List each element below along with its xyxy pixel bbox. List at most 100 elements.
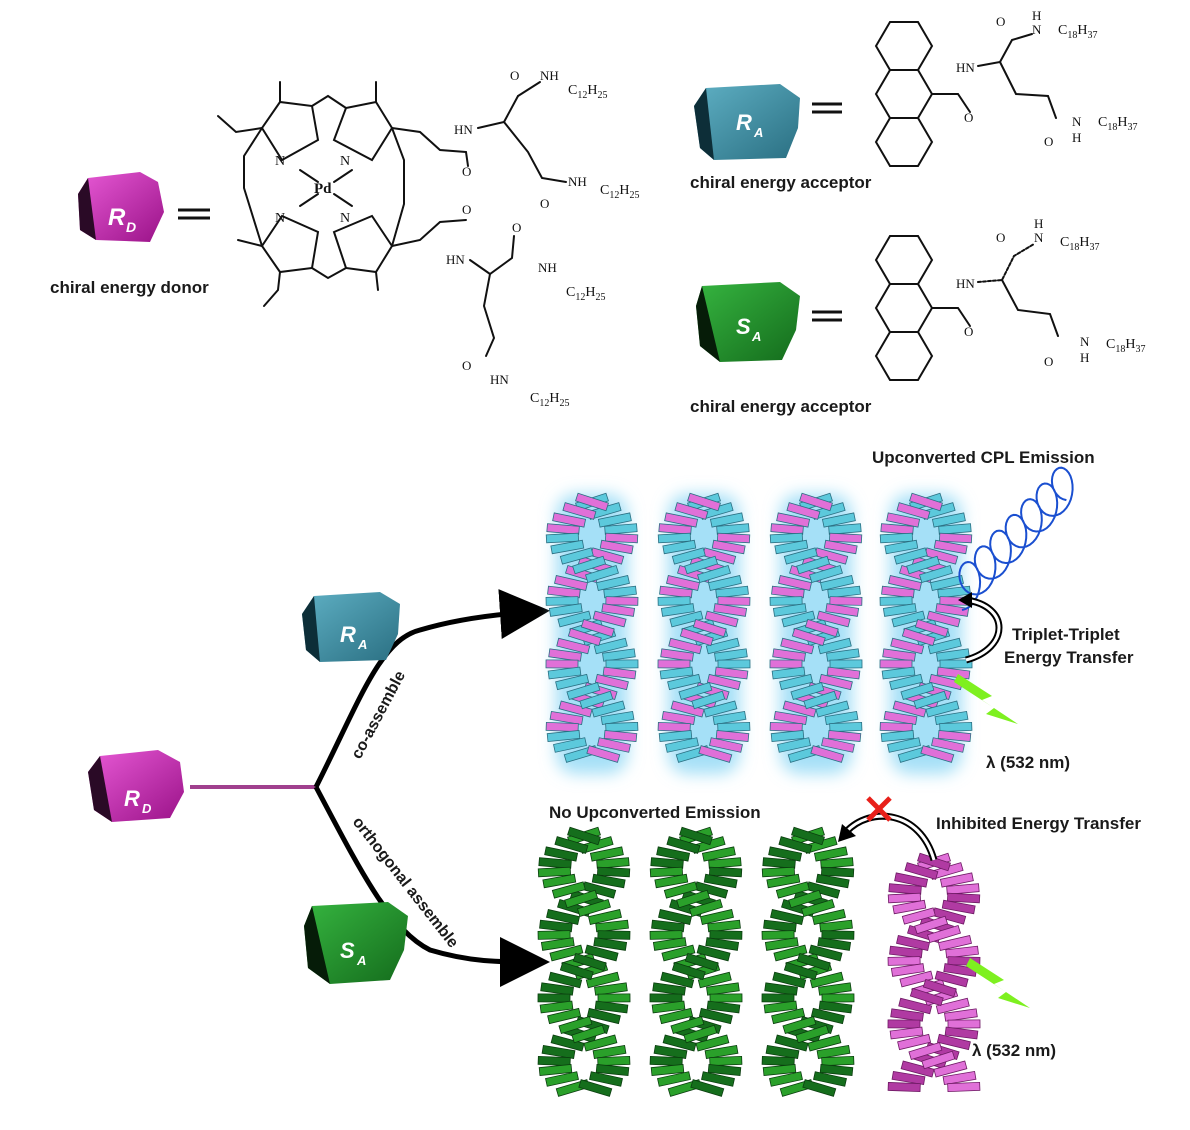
green-helix-1: [537, 826, 631, 1097]
helix-segment: [919, 564, 953, 584]
helix-segment: [904, 862, 939, 880]
helix-segment: [603, 730, 638, 742]
atom-o-4: O: [462, 202, 471, 217]
helix-segment: [914, 618, 949, 638]
helix-segment: [659, 1007, 694, 1025]
helix-segment: [666, 836, 701, 854]
helix-segment: [547, 1007, 582, 1025]
ra-caption: chiral energy acceptor: [690, 173, 872, 192]
helix-segment: [657, 596, 691, 606]
helix-segment: [818, 982, 852, 996]
ra-h-1: H: [1032, 8, 1041, 23]
helix-segment: [537, 993, 571, 1003]
helix-segment: [669, 610, 704, 628]
orthogonal-arrow: [313, 785, 550, 987]
helix-segment: [900, 1060, 935, 1078]
helix-segment: [775, 881, 810, 899]
helix-segment: [898, 997, 933, 1015]
helix-segment: [697, 971, 732, 989]
helix-segment: [771, 666, 806, 680]
helix-segment: [592, 1044, 627, 1060]
helix-segment: [700, 909, 734, 925]
equals-sign-donor: [178, 208, 210, 220]
helix-segment: [542, 873, 577, 889]
helix-segment: [920, 745, 955, 763]
helix-segment: [599, 539, 634, 555]
co-assemble-label: co-assemble: [349, 668, 410, 762]
helix-segment: [666, 575, 700, 591]
helix-segment: [605, 721, 639, 733]
helix-segment: [826, 648, 860, 662]
helix-segment: [809, 564, 843, 584]
helix-segment: [545, 1071, 579, 1087]
ttet-label-1: Triplet-Triplet: [1012, 625, 1120, 644]
helix-segment: [588, 909, 622, 925]
helix-segment: [889, 945, 923, 959]
helix-segment: [781, 610, 816, 628]
helix-segment: [579, 690, 614, 710]
sa-nh-1: N: [1034, 230, 1044, 245]
helix-segment: [882, 648, 916, 662]
helix-segment: [658, 523, 692, 535]
helix-segment: [658, 909, 692, 925]
helix-segment: [650, 1064, 685, 1076]
helix-segment: [890, 637, 925, 655]
helix-segment: [656, 846, 691, 862]
helix-segment: [585, 564, 619, 584]
helix-segment: [808, 944, 843, 962]
helix-segment: [803, 690, 838, 710]
helix-segment: [597, 993, 631, 1003]
cross-icon: [866, 796, 892, 822]
helix-segment: [690, 1079, 725, 1097]
helix-segment: [821, 1055, 855, 1067]
helix-segment: [550, 539, 585, 555]
helix-segment: [925, 700, 960, 718]
helix-segment: [821, 930, 855, 940]
atom-o-1: O: [462, 164, 471, 179]
helix-segment: [691, 690, 726, 710]
helix-segment: [597, 737, 631, 753]
rd-label-top: R: [108, 204, 126, 231]
green-helix-3: [761, 826, 855, 1097]
helix-segment: [764, 937, 799, 951]
helix-segment: [549, 710, 584, 726]
helix-segment: [651, 919, 685, 933]
helix-segment: [703, 873, 738, 889]
helix-segment: [567, 826, 601, 846]
helix-segment: [559, 961, 594, 981]
helix-segment: [572, 952, 607, 972]
rd-sub-bottom: D: [142, 801, 152, 816]
helix-segment: [670, 1015, 705, 1035]
formula-c12-2: C12H25: [600, 183, 639, 201]
helix-segment: [659, 666, 694, 680]
helix-segment: [947, 1081, 981, 1093]
sa-o-2: O: [996, 230, 1005, 245]
equals-sign-sa: [812, 310, 842, 322]
helix-segment: [771, 585, 805, 599]
helix-segment: [583, 1034, 618, 1052]
laser-bolt-bottom: [966, 958, 1030, 1008]
helix-segment: [539, 919, 573, 933]
helix-segment: [813, 1071, 847, 1087]
helix-segment: [708, 857, 742, 869]
atom-n-2: N: [340, 154, 350, 169]
sa-shape-top: S A: [696, 282, 800, 362]
helix-segment: [657, 532, 692, 544]
ra-formula-2: C18H37: [1098, 115, 1137, 133]
helix-segment: [941, 899, 976, 915]
helix-segment: [887, 737, 921, 753]
helix-segment: [894, 872, 929, 888]
helix-segment: [604, 523, 638, 535]
helix-segment: [668, 637, 703, 655]
helix-segment: [663, 881, 698, 899]
helix-segment: [810, 745, 845, 763]
sa-label-top: S: [736, 314, 751, 339]
helix-segment: [819, 919, 853, 933]
co-assemble-arrow: [313, 589, 550, 789]
inhibited-label: Inhibited Energy Transfer: [936, 814, 1141, 833]
helix-segment: [804, 618, 839, 638]
helix-segment: [761, 1055, 795, 1067]
upconverted-cpl-label: Upconverted CPL Emission: [872, 448, 1095, 467]
helix-segment: [559, 547, 594, 565]
